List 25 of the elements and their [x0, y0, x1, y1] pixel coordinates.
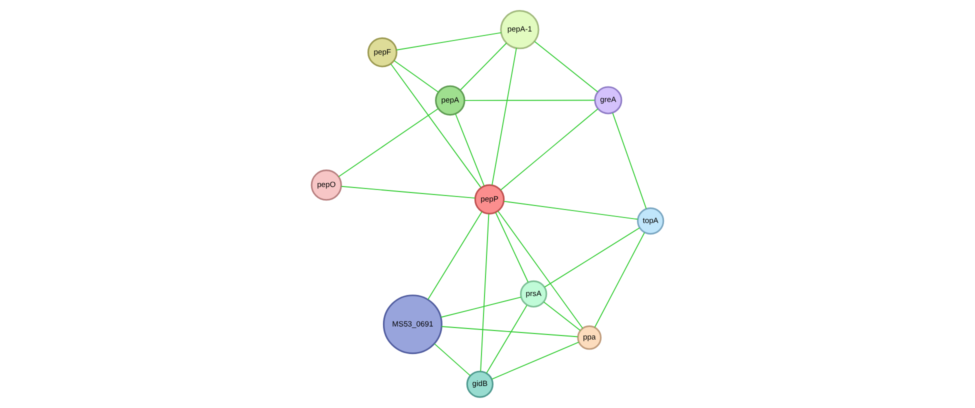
connector [480, 213, 490, 372]
connector [486, 304, 528, 374]
connector [491, 342, 580, 380]
connector [396, 32, 502, 50]
connector [543, 301, 581, 331]
connector [338, 108, 439, 178]
connector [495, 212, 529, 283]
connector [612, 112, 647, 210]
connector [394, 60, 439, 93]
connector [455, 114, 485, 186]
connector [464, 100, 596, 101]
connector [498, 210, 584, 329]
connector [390, 63, 482, 188]
connector [503, 200, 638, 220]
connector [534, 41, 598, 92]
connector [594, 232, 645, 328]
connector [492, 48, 517, 186]
connector [427, 211, 482, 300]
connector [460, 42, 508, 90]
connector [434, 343, 471, 376]
connector [440, 296, 522, 318]
connector [500, 108, 598, 190]
connector [544, 227, 640, 288]
connector [441, 326, 578, 338]
connector [340, 186, 476, 199]
